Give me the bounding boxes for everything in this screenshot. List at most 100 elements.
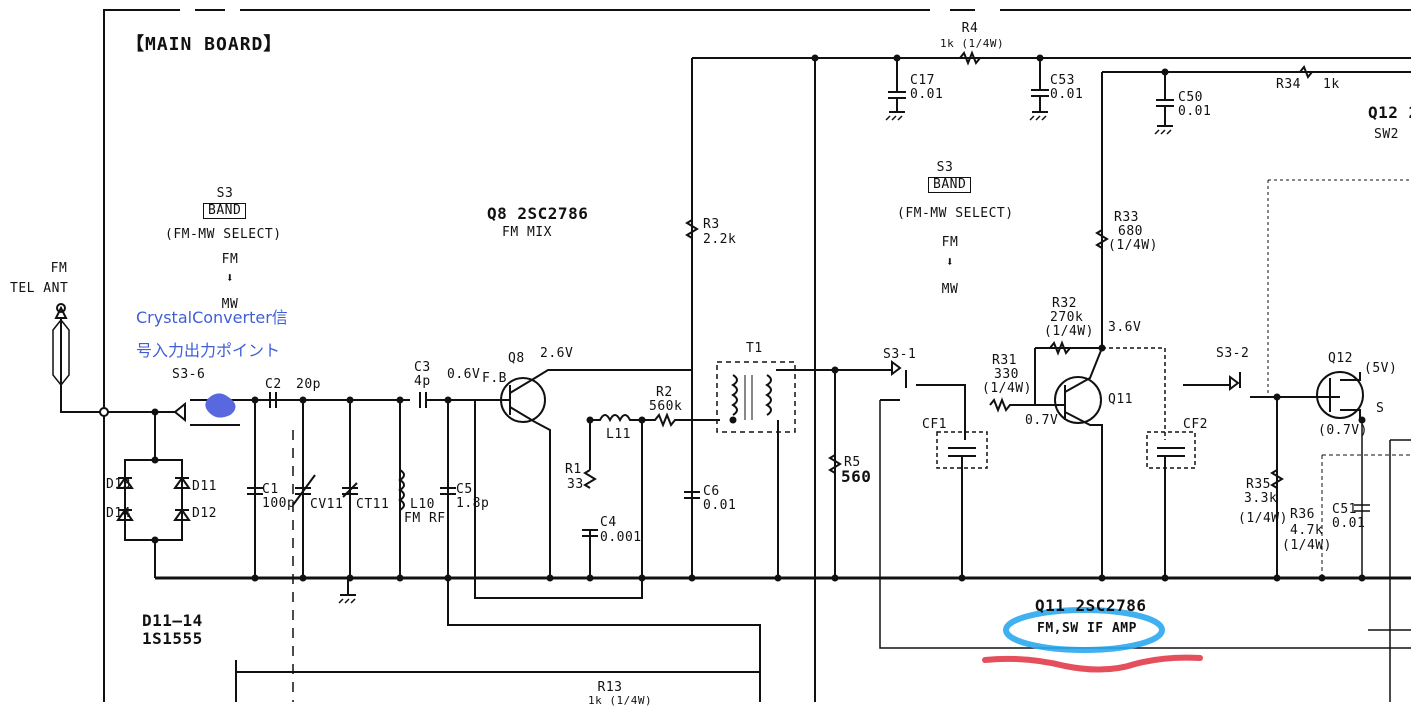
c51-label: C51 (1332, 502, 1357, 517)
q11-ref: Q11 2SC2786 (1035, 596, 1147, 615)
board-border (103, 9, 1411, 702)
c1-value: 100p (262, 496, 296, 511)
c3-label: C3 (414, 360, 431, 375)
l10-label: L10 (410, 497, 435, 512)
r3-label: R3 (703, 217, 720, 232)
c17-label: C17 (910, 73, 935, 88)
switch-right-desc: (FM-MW SELECT) (897, 206, 1014, 221)
switch-right-name: BAND (928, 177, 972, 193)
l10-value: FM RF (404, 511, 446, 526)
l11-label: L11 (606, 427, 631, 442)
q8-base-voltage: 0.6V (447, 367, 481, 382)
antenna-label-line1: FM (50, 261, 68, 276)
c2-label: C2 (265, 377, 282, 392)
switch-right-arrow-icon: ⬇ (945, 255, 955, 270)
cyan-highlight-ring (1003, 607, 1165, 653)
r36-value: 4.7k (1290, 523, 1324, 538)
q8-collector-voltage: 2.6V (540, 346, 574, 361)
c4-label: C4 (600, 515, 617, 530)
q8-function: FM MIX (502, 225, 552, 240)
switch-right-ref: S3 (936, 160, 954, 175)
r33-label: R33 (1114, 210, 1139, 225)
c1-label: C1 (262, 482, 279, 497)
q12-function: SW2 (1374, 127, 1399, 142)
r32-label: R32 (1052, 296, 1077, 311)
q12-pin-s: S (1376, 401, 1385, 416)
s3-1-label: S3-1 (883, 347, 917, 362)
diode-part-line1: D11—14 (142, 611, 203, 630)
q8-ref: Q8 2SC2786 (487, 204, 589, 223)
c50-value: 0.01 (1178, 104, 1212, 119)
r32-value: 270k (1050, 310, 1084, 325)
c50-label: C50 (1178, 90, 1203, 105)
d14-label: D14 (106, 506, 131, 521)
diode-part-line2: 1S1555 (142, 629, 203, 648)
d11-label: D11 (192, 479, 217, 494)
q11-base-voltage: 0.7V (1025, 413, 1059, 428)
r31-wattage: (1/4W) (982, 381, 1032, 396)
switch-left-desc: (FM-MW SELECT) (165, 227, 282, 242)
r13-value: 1k (1/4W) (588, 694, 653, 707)
q12-label: Q12 (1328, 351, 1353, 366)
cv11-label: CV11 (310, 497, 344, 512)
switch-left-ref: S3 (216, 186, 234, 201)
cf1-label: CF1 (922, 417, 947, 432)
q8-fb-label: F.B (482, 371, 507, 386)
r1-value: 33 (567, 477, 584, 492)
switch-left-from: FM (221, 252, 239, 267)
r31-label: R31 (992, 353, 1017, 368)
q12-bottom-voltage: (0.7V) (1318, 423, 1368, 438)
c17-value: 0.01 (910, 87, 944, 102)
blue-dot-mark (205, 393, 236, 418)
r34-label: R34 (1276, 77, 1301, 92)
c3-value: 4p (414, 374, 431, 389)
q11-label: Q11 (1108, 392, 1133, 407)
c5-value: 1.8p (456, 496, 490, 511)
r5-value: 560 (841, 467, 872, 486)
r2-value: 560k (649, 399, 683, 414)
r36-wattage: (1/4W) (1282, 538, 1332, 553)
c53-value: 0.01 (1050, 87, 1084, 102)
r5-label: R5 (844, 455, 861, 470)
c6-label: C6 (703, 484, 720, 499)
c5-label: C5 (456, 482, 473, 497)
t1-label: T1 (746, 341, 763, 356)
r13-label: R13 (597, 680, 623, 695)
red-underline-scribble (982, 654, 1203, 673)
switch-right-to: MW (941, 282, 959, 297)
c53-label: C53 (1050, 73, 1075, 88)
annotation-line2: 号入力出力ポイント (136, 341, 281, 360)
r1-label: R1 (565, 462, 582, 477)
board-title: 【MAIN BOARD】 (126, 34, 283, 55)
r33-wattage: (1/4W) (1108, 238, 1158, 253)
switch-left-to: MW (221, 297, 239, 312)
r4-value: 1k (1/4W) (940, 37, 1005, 50)
c6-value: 0.01 (703, 498, 737, 513)
annotation-line1: CrystalConverter信 (136, 308, 288, 327)
r36-label: R36 (1290, 507, 1315, 522)
switch-left-arrow-icon: ⬇ (225, 271, 235, 286)
s3-6-label: S3-6 (172, 367, 206, 382)
r2-label: R2 (656, 385, 673, 400)
antenna-label-line2: TEL ANT (10, 281, 69, 296)
q11-collector-voltage: 3.6V (1108, 320, 1142, 335)
c51-value: 0.01 (1332, 516, 1366, 531)
d13-label: D13 (106, 477, 131, 492)
r33-value: 680 (1118, 224, 1143, 239)
switch-left-name: BAND (203, 203, 247, 219)
c2-value: 20p (296, 377, 321, 392)
s3-2-label: S3-2 (1216, 346, 1250, 361)
switch-right-from: FM (941, 235, 959, 250)
ct11-label: CT11 (356, 497, 390, 512)
r34-value: 1k (1323, 77, 1340, 92)
r35-value: 3.3k (1244, 491, 1278, 506)
c4-value: 0.001 (600, 530, 642, 545)
q12-ref: Q12 2 (1368, 103, 1411, 122)
r35-wattage: (1/4W) (1238, 511, 1288, 526)
r3-value: 2.2k (703, 232, 737, 247)
r31-value: 330 (994, 367, 1019, 382)
cf2-label: CF2 (1183, 417, 1208, 432)
r32-wattage: (1/4W) (1044, 324, 1094, 339)
q8-label: Q8 (508, 351, 525, 366)
r35-label: R35 (1246, 477, 1271, 492)
